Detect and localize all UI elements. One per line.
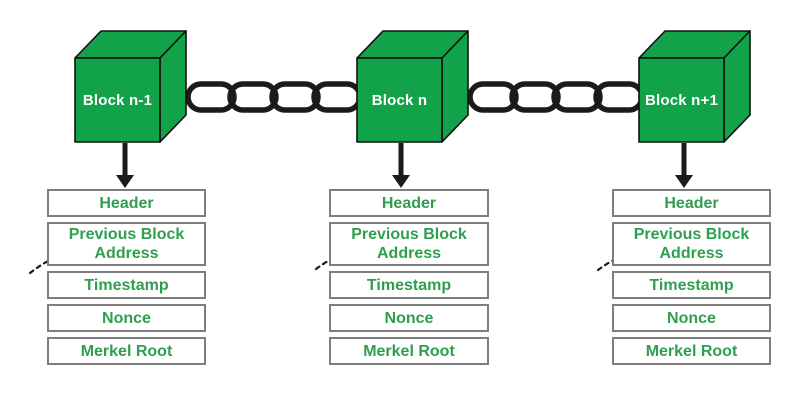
cube-front-face <box>356 57 443 143</box>
down-arrow-icon <box>392 143 410 188</box>
field-timestamp: Timestamp <box>329 271 489 299</box>
chain-link-icon <box>311 81 363 113</box>
field-header: Header <box>329 189 489 217</box>
down-arrow-icon <box>675 143 693 188</box>
field-timestamp: Timestamp <box>47 271 206 299</box>
field-nonce: Nonce <box>329 304 489 332</box>
chain-link-icon <box>551 81 603 113</box>
block-fields-stack: Header Previous Block Address Timestamp … <box>329 189 489 365</box>
block-label: Block n+1 <box>644 91 719 109</box>
block-cube-n-plus-1 <box>638 30 751 143</box>
field-nonce: Nonce <box>47 304 206 332</box>
field-merkel-root: Merkel Root <box>47 337 206 365</box>
cube-front-face <box>638 57 725 143</box>
field-previous-block-address: Previous Block Address <box>329 222 489 266</box>
block-fields-stack: Header Previous Block Address Timestamp … <box>47 189 206 365</box>
field-header: Header <box>47 189 206 217</box>
block-cube-n <box>356 30 469 143</box>
block-fields-stack: Header Previous Block Address Timestamp … <box>612 189 771 365</box>
chain-link-icon <box>269 81 321 113</box>
chain-link-icon <box>227 81 279 113</box>
field-merkel-root: Merkel Root <box>329 337 489 365</box>
chain-link-icon <box>593 81 645 113</box>
chain-right <box>467 81 645 113</box>
field-previous-block-address: Previous Block Address <box>612 222 771 266</box>
block-label: Block n <box>371 91 428 109</box>
block-label: Block n-1 <box>82 91 153 109</box>
field-merkel-root: Merkel Root <box>612 337 771 365</box>
chain-link-icon <box>509 81 561 113</box>
block-cube-n-minus-1 <box>74 30 187 143</box>
down-arrow-icon <box>116 143 134 188</box>
field-nonce: Nonce <box>612 304 771 332</box>
chain-link-icon <box>467 81 519 113</box>
field-previous-block-address: Previous Block Address <box>47 222 206 266</box>
chain-link-icon <box>185 81 237 113</box>
field-header: Header <box>612 189 771 217</box>
field-timestamp: Timestamp <box>612 271 771 299</box>
chain-left <box>185 81 363 113</box>
cube-front-face <box>74 57 161 143</box>
